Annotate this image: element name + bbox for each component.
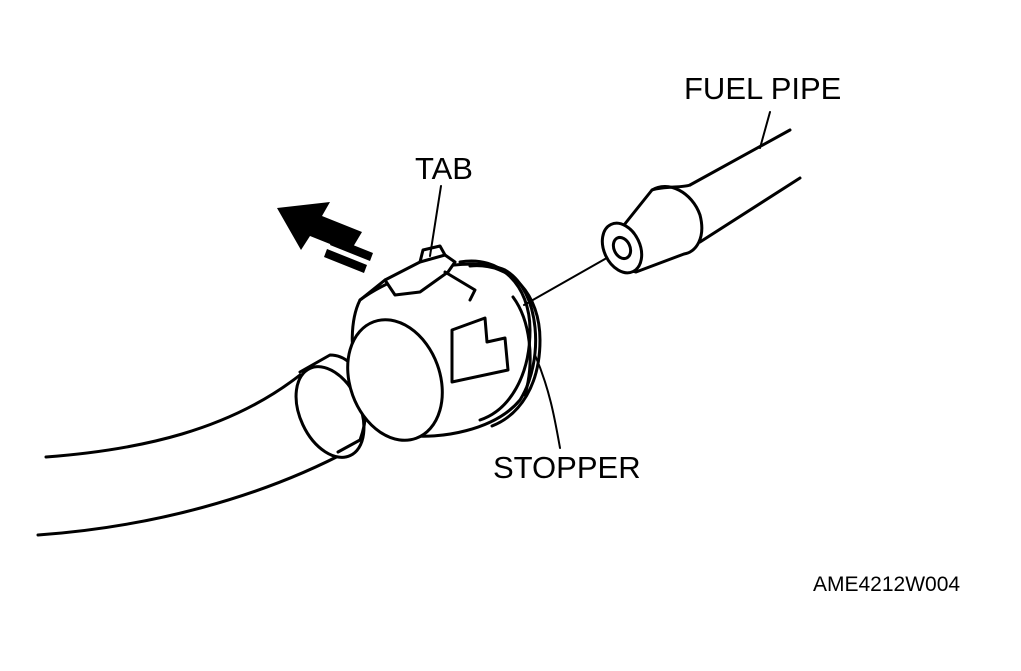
insertion-axis-line [523,254,613,306]
figure-code: AME4212W004 [813,573,961,596]
stopper-ring [511,295,561,449]
push-direction-arrow [277,202,373,273]
connector-tab [358,244,477,302]
fuel-pipe [600,111,802,275]
tab-label: TAB [415,151,473,186]
fuel-hose [36,353,368,537]
stopper-label: STOPPER [493,450,641,485]
fuel-pipe-label: FUEL PIPE [684,71,842,106]
quick-connector [346,259,542,442]
tab-leader-line [429,185,442,257]
